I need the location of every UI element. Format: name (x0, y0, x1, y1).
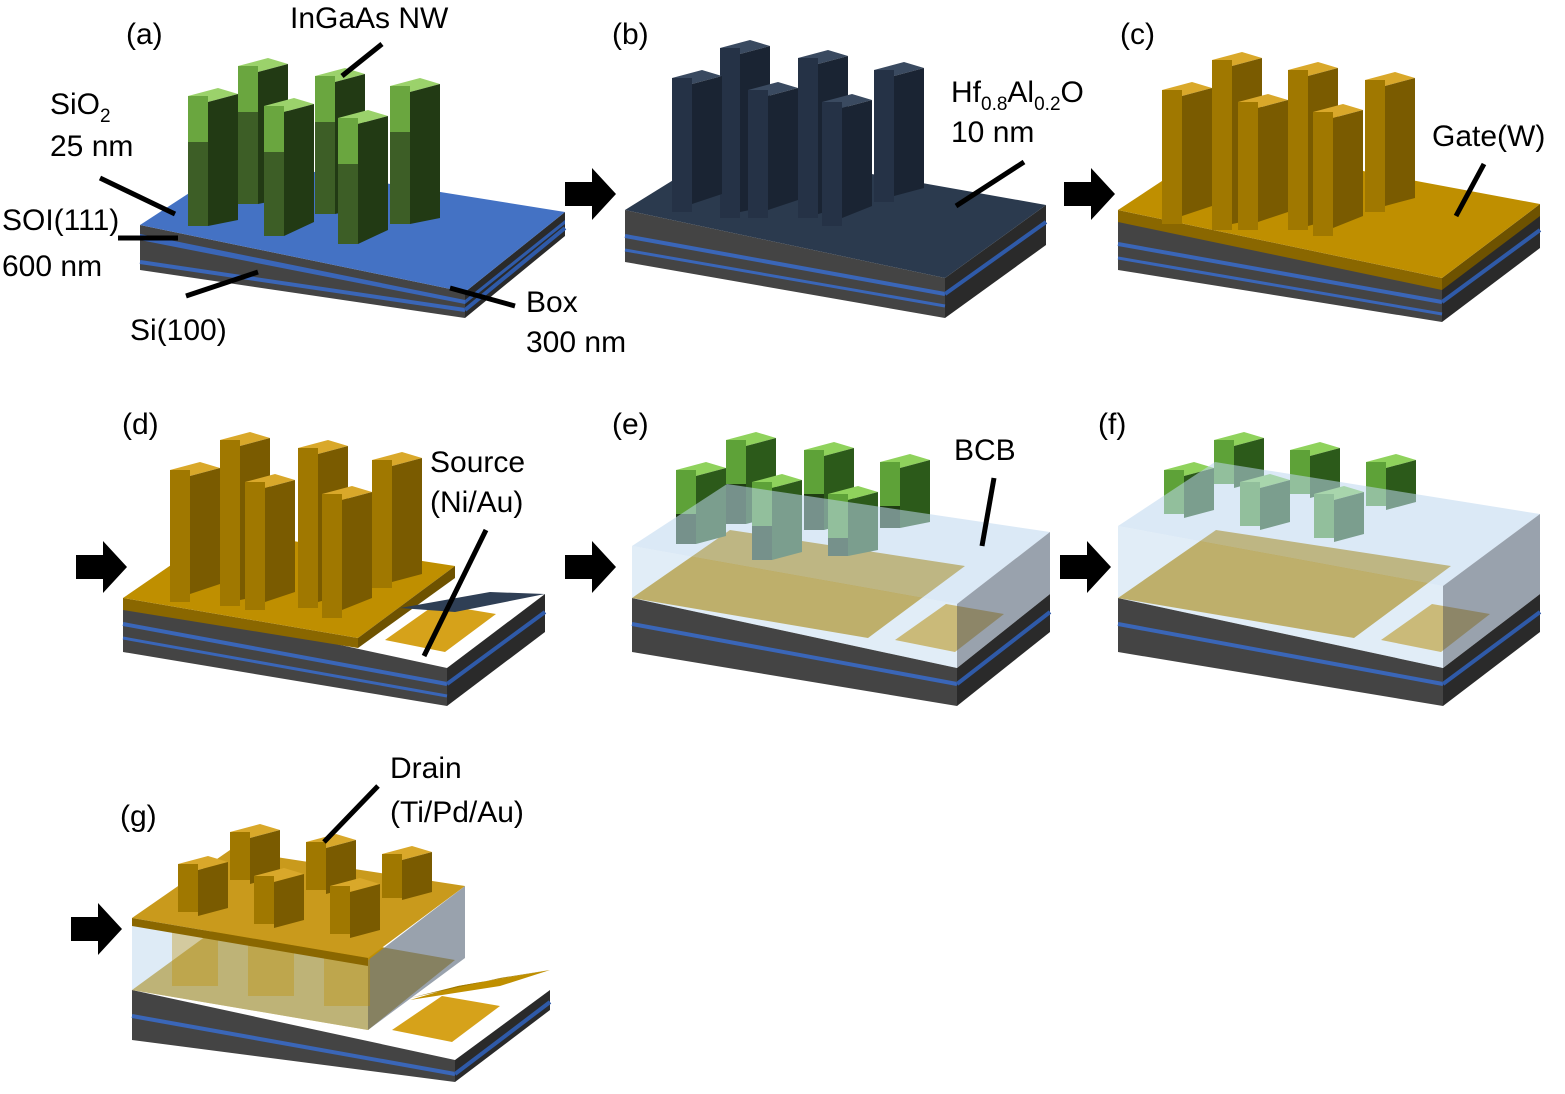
nanowire (338, 110, 388, 244)
box-leader (449, 285, 516, 309)
nanowire (188, 88, 238, 226)
soi-label: SOI(111) (2, 204, 119, 237)
source-metal-label: (Ni/Au) (430, 486, 523, 519)
arrow-b-to-c (1064, 168, 1115, 220)
process-arrows (71, 168, 1115, 955)
soi-thickness-label: 600 nm (2, 250, 102, 283)
nanowire-array-a (188, 58, 440, 244)
panel-e-label: (e) (612, 408, 649, 441)
sio2-label: SiO2 (50, 88, 111, 127)
source-leader (421, 528, 489, 658)
panel-a: (a) InGaAs NW SiO2 25 nm SOI(111) 600 nm… (2, 2, 626, 359)
nanowire (390, 78, 440, 224)
arrow-f-to-g (71, 903, 122, 955)
box-thickness-label: 300 nm (526, 326, 626, 359)
panel-c-label: (c) (1120, 18, 1155, 51)
panel-b-label: (b) (612, 18, 649, 51)
nanowire-leader (340, 42, 384, 78)
drain-leader (322, 784, 380, 844)
drain-metal-label: (Ti/Pd/Au) (390, 796, 524, 829)
oxide-thickness-label: 10 nm (951, 116, 1034, 149)
substrate-leader (185, 269, 259, 299)
panel-d: (d) Source (Ni/Au) (122, 408, 547, 706)
bcb-label: BCB (954, 434, 1016, 467)
oxide-leader (954, 159, 1026, 209)
sio2-leader (98, 175, 177, 217)
panel-e: (e) BCB (612, 408, 1052, 706)
arrow-d-to-e (565, 541, 616, 593)
arrow-e-to-f (1060, 541, 1111, 593)
panel-g-label: (g) (120, 800, 157, 833)
panel-c: (c) Gate(W) (1117, 18, 1545, 322)
bcb-leader (979, 477, 997, 547)
arrow-a-to-b (565, 168, 616, 220)
gate-leader (1453, 162, 1487, 218)
panel-d-label: (d) (122, 408, 159, 441)
bcb-layer (632, 484, 1050, 668)
sio2-thickness-label: 25 nm (50, 130, 133, 163)
panel-g: (g) Drain (Ti/Pd/Au) (120, 752, 552, 1082)
panel-a-label: (a) (126, 18, 163, 51)
gate-label: Gate(W) (1432, 120, 1545, 153)
panel-f-label: (f) (1098, 408, 1126, 441)
drain-label: Drain (390, 752, 462, 785)
substrate-label: Si(100) (130, 314, 227, 347)
nanowire-label: InGaAs NW (290, 2, 449, 35)
source-label: Source (430, 446, 525, 479)
oxide-label: Hf0.8Al0.2O (951, 76, 1084, 115)
panel-b: (b) Hf0.8Al0.2O 10 nm (612, 18, 1084, 318)
box-label: Box (526, 286, 578, 319)
panel-f: (f) (1098, 408, 1542, 706)
nanowire (264, 98, 314, 236)
arrow-c-to-d (76, 541, 127, 593)
